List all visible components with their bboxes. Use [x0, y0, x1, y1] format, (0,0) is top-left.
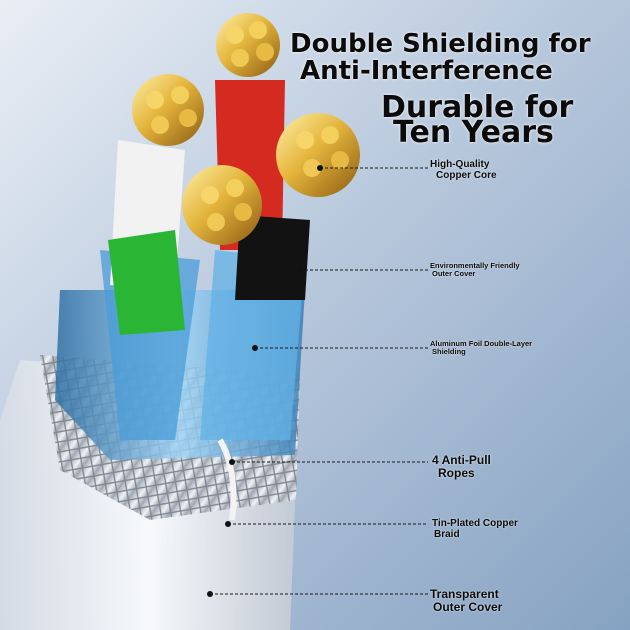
callout-dots — [207, 165, 323, 597]
callout-outer-cover: Environmentally Friendly Outer Cover — [430, 262, 520, 278]
callout-copper-core-line1: High-Quality — [430, 159, 490, 170]
callout-anti-pull-line1: 4 Anti-Pull — [432, 453, 491, 467]
callout-copper-core: High-Quality Copper Core — [430, 159, 497, 181]
copper-strands-white — [132, 74, 204, 146]
callout-foil-shielding-line1: Aluminum Foil Double-Layer — [430, 339, 533, 348]
copper-strands-green — [182, 165, 262, 245]
headline-line-4: Ten Years — [393, 115, 554, 150]
callout-transparent-cover-line2: Outer Cover — [433, 599, 503, 614]
headline-line-2: Anti-Interference — [300, 56, 553, 86]
callout-transparent-cover-line1: Transparent — [430, 587, 499, 601]
callout-transparent-cover: Transparent Outer Cover — [430, 588, 502, 613]
callout-copper-core-line2: Copper Core — [436, 169, 497, 181]
callout-copper-braid: Tin-Plated Copper Braid — [432, 518, 518, 540]
callout-foil-shielding-line2: Shielding — [432, 346, 466, 356]
callout-copper-braid-line1: Tin-Plated Copper — [432, 518, 518, 529]
callout-leaders — [210, 167, 428, 595]
callout-anti-pull-line2: Ropes — [438, 465, 475, 480]
headline-line-3: Durable for — [381, 90, 574, 125]
headline-line-1: Double Shielding for — [290, 29, 591, 59]
callout-outer-cover-line1: Environmentally Friendly — [430, 261, 520, 270]
callout-copper-braid-line2: Braid — [434, 528, 460, 540]
copper-strands-red — [216, 13, 280, 77]
copper-strands-black — [276, 113, 360, 197]
callout-outer-cover-line2: Outer Cover — [432, 268, 476, 278]
anti-pull-rope — [217, 438, 237, 521]
wire-black — [235, 215, 310, 300]
wire-green — [108, 230, 185, 335]
callout-anti-pull: 4 Anti-Pull Ropes — [432, 454, 491, 479]
callout-foil-shielding: Aluminum Foil Double-Layer Shielding — [430, 340, 532, 356]
